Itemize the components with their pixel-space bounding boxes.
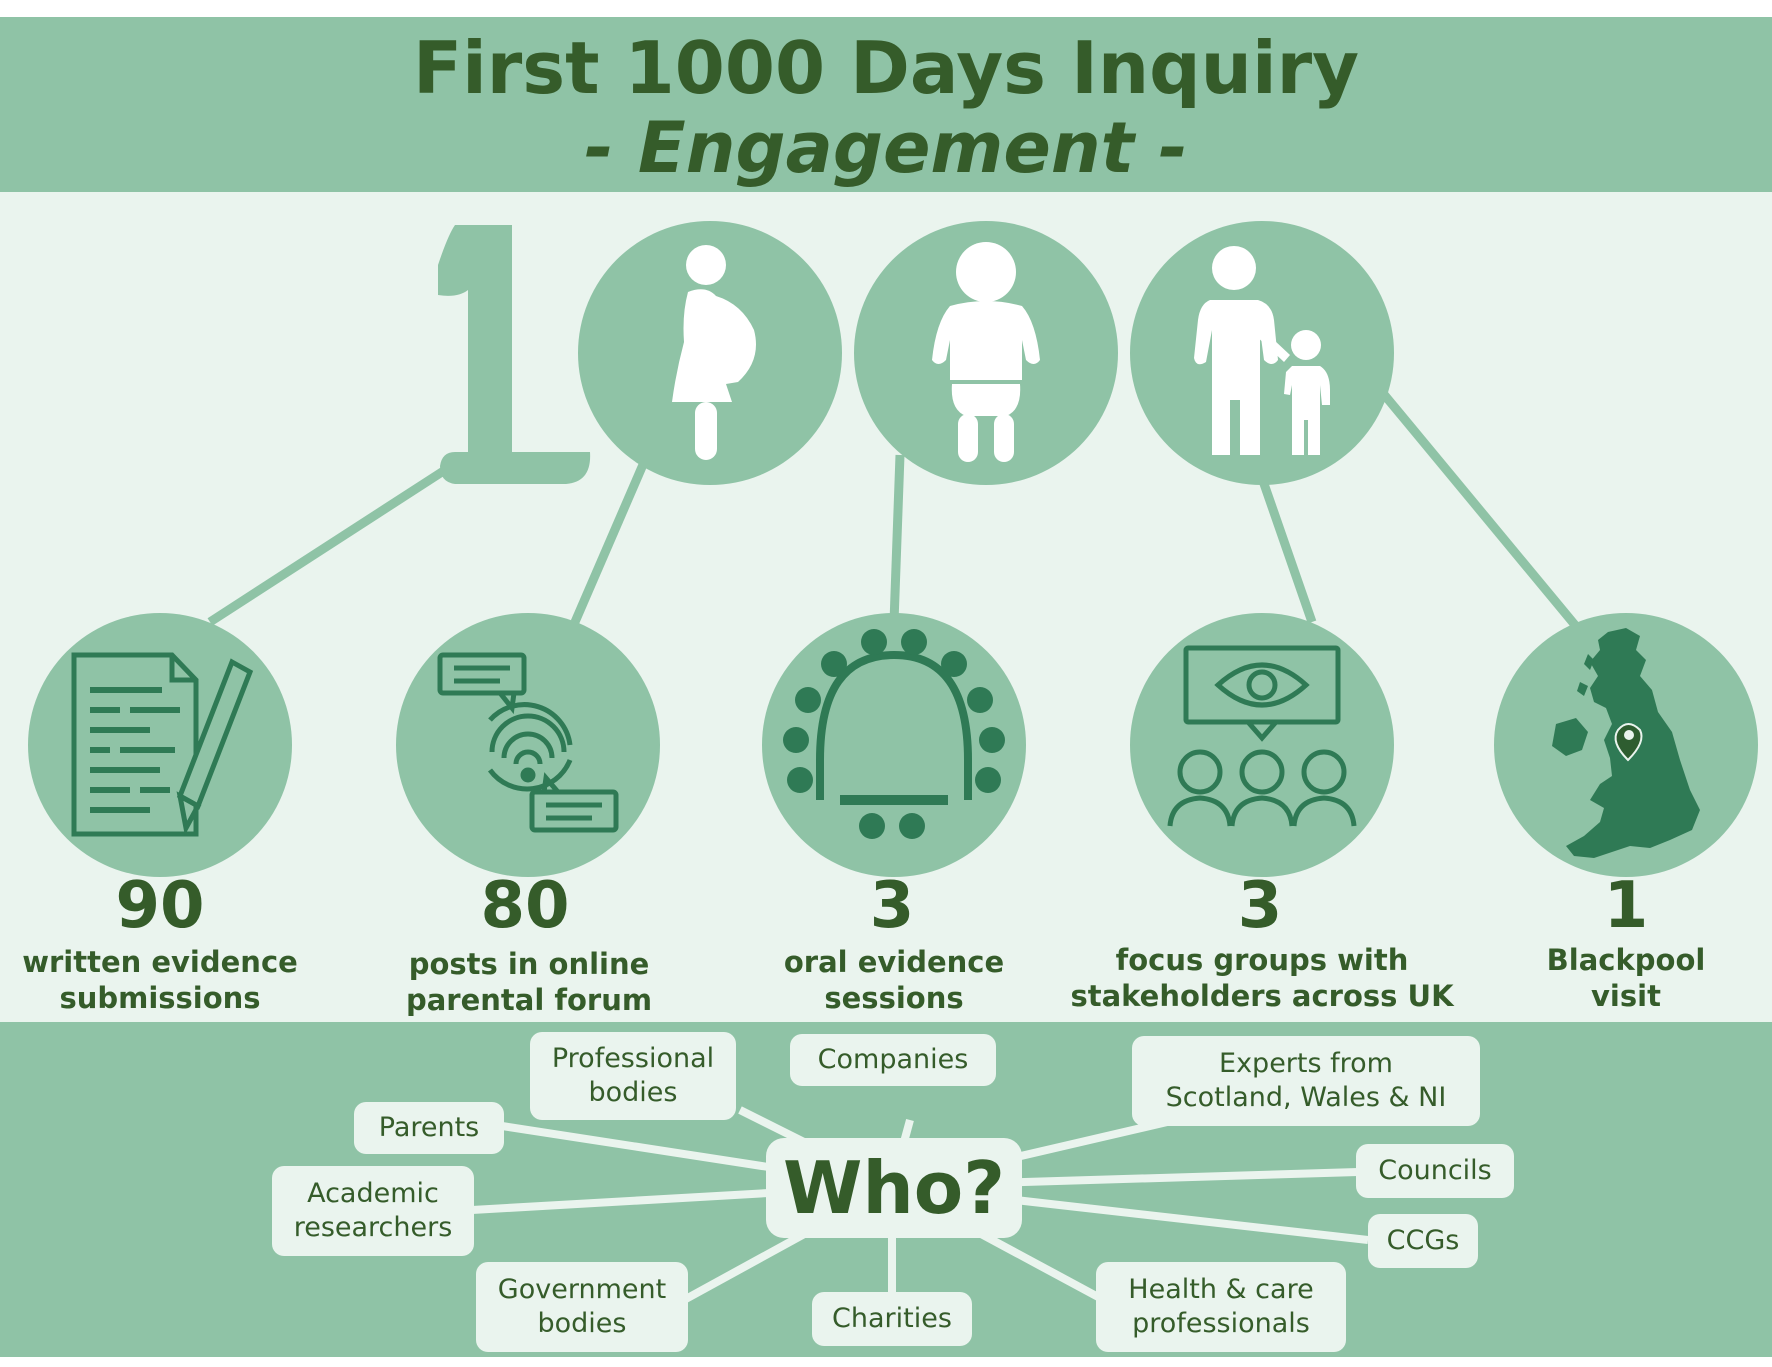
who-box-ccgs: CCGs bbox=[1368, 1214, 1478, 1268]
box-line1: Government bbox=[497, 1274, 667, 1305]
audience-screen-icon bbox=[1167, 645, 1357, 827]
document-pencil-icon bbox=[71, 652, 254, 837]
box-line1: Health & care bbox=[1128, 1274, 1314, 1305]
who-box-charities: Charities bbox=[812, 1292, 972, 1346]
connector-line bbox=[1378, 389, 1579, 628]
box-line1: Companies bbox=[817, 1044, 969, 1075]
page-subtitle: - Engagement - bbox=[584, 107, 1188, 189]
stat-value: 1 bbox=[1603, 869, 1649, 943]
stat-label-line2: sessions bbox=[824, 981, 964, 1015]
connector-line bbox=[1257, 476, 1317, 624]
chat-wifi-icon bbox=[437, 652, 619, 833]
who-hub: Who? bbox=[766, 1138, 1022, 1238]
stat-label-line1: focus groups with bbox=[1115, 943, 1409, 977]
stat-label-line2: stakeholders across UK bbox=[1070, 979, 1454, 1013]
box-line1: Academic bbox=[307, 1178, 439, 1209]
uk-map-pin-icon bbox=[1552, 628, 1700, 858]
stat-label-line2: visit bbox=[1591, 979, 1661, 1013]
connector-line bbox=[570, 458, 650, 624]
box-line1: CCGs bbox=[1386, 1225, 1460, 1256]
stat-label-line2: parental forum bbox=[405, 983, 653, 1017]
box-line2: bodies bbox=[588, 1077, 678, 1108]
box-line1: Councils bbox=[1378, 1155, 1492, 1186]
who-box-parents: Parents bbox=[354, 1102, 504, 1154]
who-box-experts: Experts from Scotland, Wales & NI bbox=[1132, 1036, 1480, 1126]
connector-lines bbox=[207, 389, 1579, 628]
stat-value: 90 bbox=[115, 869, 205, 943]
stat-label-line1: oral evidence bbox=[783, 945, 1005, 979]
box-line2: Scotland, Wales & NI bbox=[1165, 1082, 1447, 1113]
stat-circle bbox=[762, 613, 1026, 877]
who-box-academic-researchers: Academic researchers bbox=[272, 1166, 474, 1256]
who-box-government-bodies: Government bodies bbox=[476, 1262, 688, 1352]
stat-label-line2: submissions bbox=[59, 981, 261, 1015]
connector-line bbox=[207, 466, 448, 626]
stat-value: 3 bbox=[869, 869, 915, 943]
box-line1: Professional bbox=[551, 1043, 715, 1074]
who-box-councils: Councils bbox=[1356, 1144, 1514, 1198]
who-box-companies: Companies bbox=[790, 1034, 996, 1086]
box-line2: bodies bbox=[537, 1308, 627, 1339]
box-line1: Experts from bbox=[1219, 1048, 1393, 1079]
who-box-health-care-professionals: Health & care professionals bbox=[1096, 1262, 1346, 1352]
stat-value: 80 bbox=[480, 869, 570, 943]
toddler-icon bbox=[932, 242, 1040, 462]
box-line1: Parents bbox=[378, 1112, 480, 1143]
box-line2: professionals bbox=[1132, 1308, 1310, 1339]
stat-label-line1: Blackpool bbox=[1546, 943, 1706, 977]
stat-label-line1: written evidence bbox=[22, 945, 298, 979]
stages-graphic bbox=[28, 221, 1758, 877]
committee-room-icon bbox=[783, 629, 1005, 839]
who-box-professional-bodies: Professional bodies bbox=[530, 1032, 736, 1120]
big-one-digit-icon bbox=[438, 225, 591, 484]
connector-line bbox=[889, 454, 905, 623]
pregnant-woman-icon bbox=[672, 245, 756, 460]
page-title: First 1000 Days Inquiry bbox=[412, 26, 1360, 110]
box-line1: Charities bbox=[832, 1303, 952, 1334]
parent-child-icon bbox=[1194, 246, 1330, 455]
stat-circle bbox=[1130, 613, 1394, 877]
stat-label-line1: posts in online bbox=[408, 947, 650, 981]
stage-circle bbox=[1130, 221, 1394, 485]
box-line2: researchers bbox=[293, 1212, 453, 1243]
header-banner bbox=[0, 17, 1772, 192]
stat-value: 3 bbox=[1237, 869, 1283, 943]
